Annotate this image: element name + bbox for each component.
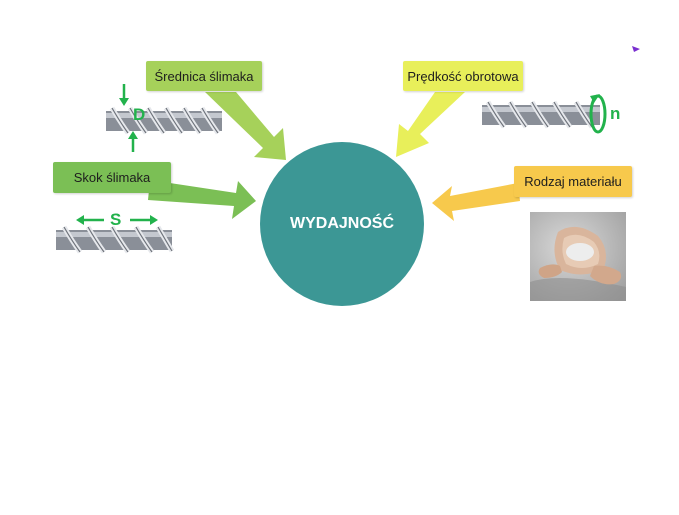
- factor-srednica-label: Średnica ślimaka: [154, 68, 254, 84]
- screw-icon: [482, 100, 600, 129]
- dimension-arrow-icon: [119, 84, 138, 152]
- arrow-skok: [148, 180, 256, 219]
- dimension-arrow-icon: [76, 215, 158, 225]
- arrow-rodzaj: [432, 183, 520, 221]
- arrow-predkosc: [396, 92, 465, 157]
- factor-rodzaj-box: Rodzaj materiału: [514, 166, 632, 197]
- center-circle: WYDAJNOŚĆ: [260, 142, 424, 306]
- sand-hands-photo: [530, 212, 626, 301]
- diameter-symbol: D: [133, 105, 146, 124]
- pitch-symbol: S: [110, 210, 122, 229]
- factor-skok-label: Skok ślimaka: [73, 170, 151, 185]
- speed-symbol: n: [610, 104, 621, 123]
- arrow-srednica: [205, 92, 286, 160]
- rotation-arrow-icon: [589, 94, 607, 134]
- center-label: WYDAJNOŚĆ: [289, 215, 394, 232]
- cursor-mark: [632, 46, 640, 52]
- factor-predkosc-box: Prędkość obrotowa: [403, 61, 523, 91]
- screw-icon: [56, 225, 175, 254]
- screw-icon: [106, 106, 222, 135]
- factor-skok-box: Skok ślimaka: [53, 162, 171, 193]
- factor-predkosc-label: Prędkość obrotowa: [407, 68, 519, 84]
- factor-rodzaj-label: Rodzaj materiału: [524, 174, 622, 189]
- factor-srednica-box: Średnica ślimaka: [146, 61, 262, 91]
